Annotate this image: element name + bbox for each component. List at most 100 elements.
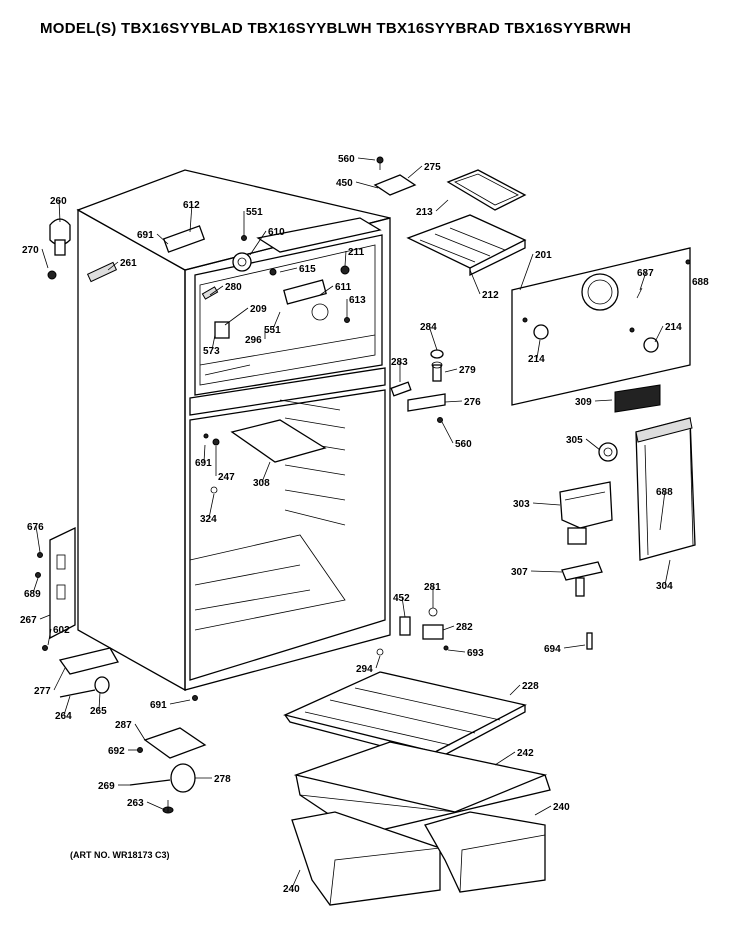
leader-line-691 [169, 699, 191, 705]
leader-line-687 [639, 271, 647, 291]
part-label-294: 294 [356, 664, 373, 675]
part-label-308: 308 [253, 478, 270, 489]
part-label-269: 269 [98, 781, 115, 792]
part-label-602: 602 [53, 625, 70, 636]
leader-line-452 [401, 596, 406, 618]
part-label-201: 201 [535, 250, 552, 261]
leader-line-201 [519, 253, 534, 291]
part-label-281: 281 [424, 582, 441, 593]
part-label-242: 242 [517, 748, 534, 759]
part-label-211: 211 [348, 247, 365, 258]
part-label-287: 287 [115, 720, 132, 731]
leader-line-284 [428, 325, 438, 351]
part-label-307: 307 [511, 567, 528, 578]
part-label-551: 551 [264, 325, 281, 336]
control-panel [635, 417, 696, 561]
part-label-214: 214 [528, 354, 545, 365]
crisper-cover-shelf [283, 671, 527, 761]
leader-line-267 [39, 614, 51, 620]
leader-line-214 [654, 325, 664, 343]
leader-line-265 [98, 691, 101, 711]
part-label-263: 263 [127, 798, 144, 809]
part-label-610: 610 [268, 227, 285, 238]
part-label-304: 304 [656, 581, 673, 592]
leader-line-294 [375, 655, 381, 669]
part-label-279: 279 [459, 365, 476, 376]
part-label-694: 694 [544, 644, 561, 655]
part-label-691: 691 [137, 230, 154, 241]
leader-line-213 [435, 199, 449, 212]
lower-left-parts [129, 727, 207, 814]
part-label-452: 452 [393, 593, 410, 604]
leader-line-689 [32, 577, 39, 594]
leader-line-242 [494, 751, 516, 766]
leader-line-691 [156, 233, 169, 245]
part-label-676: 676 [27, 522, 44, 533]
part-label-270: 270 [22, 245, 39, 256]
leader-line-612 [189, 203, 193, 233]
part-label-324: 324 [200, 514, 217, 525]
leader-line-275 [407, 165, 423, 179]
leader-line-240 [534, 805, 552, 816]
middle-small-parts [390, 349, 446, 423]
leader-line-276 [444, 400, 463, 403]
leader-line-573 [211, 334, 216, 351]
bottom-left-hinge [35, 526, 76, 651]
left-hinge-parts [47, 218, 71, 280]
leader-line-307 [530, 570, 563, 573]
label-plate [614, 384, 661, 413]
part-label-611: 611 [335, 282, 352, 293]
part-label-615: 615 [299, 264, 316, 275]
leader-line-277 [53, 667, 66, 691]
leader-line-303 [532, 502, 561, 506]
leader-line-263 [146, 801, 166, 811]
leader-line-308 [261, 461, 271, 483]
leader-line-610 [249, 230, 267, 256]
part-label-260: 260 [50, 196, 67, 207]
crisper-drawers [291, 811, 546, 906]
leader-line-693 [447, 649, 466, 653]
art-number: (ART NO. WR18173 C3) [70, 850, 170, 860]
bottom-hinge [58, 647, 119, 675]
leader-line-212 [469, 269, 481, 295]
leader-line-209 [224, 307, 249, 326]
mounting-bracket [561, 561, 603, 597]
leader-line-688 [659, 490, 666, 531]
part-label-214: 214 [665, 322, 682, 333]
cabinet [76, 169, 391, 692]
leader-line-560 [441, 421, 454, 444]
part-label-276: 276 [464, 397, 481, 408]
part-label-309: 309 [575, 397, 592, 408]
leader-line-551 [272, 311, 281, 330]
diagram-title: MODEL(S) TBX16SYYBLAD TBX16SYYBLWH TBX16… [40, 20, 632, 37]
part-label-265: 265 [90, 706, 107, 717]
part-label-240: 240 [553, 802, 570, 813]
fresh-food-shelf [230, 419, 327, 463]
part-label-303: 303 [513, 499, 530, 510]
part-label-277: 277 [34, 686, 51, 697]
ice-tray [446, 169, 527, 211]
part-label-275: 275 [424, 162, 441, 173]
leader-line-309 [594, 399, 613, 402]
leader-line-260 [58, 199, 61, 223]
leader-line-304 [664, 559, 671, 586]
part-label-284: 284 [420, 322, 437, 333]
part-label-267: 267 [20, 615, 37, 626]
part-label-228: 228 [522, 681, 539, 692]
leader-line-270 [41, 248, 49, 269]
part-label-551: 551 [246, 207, 263, 218]
leader-line-694 [563, 644, 586, 649]
part-label-560: 560 [338, 154, 355, 165]
part-label-209: 209 [250, 304, 267, 315]
part-label-283: 283 [391, 357, 408, 368]
evaporator-cover [511, 247, 691, 406]
top-hinge [373, 156, 417, 196]
leader-line-305 [585, 438, 601, 451]
part-label-693: 693 [467, 648, 484, 659]
leader-line-280 [209, 285, 224, 296]
pin [586, 632, 593, 650]
part-label-573: 573 [203, 346, 220, 357]
part-label-280: 280 [225, 282, 242, 293]
